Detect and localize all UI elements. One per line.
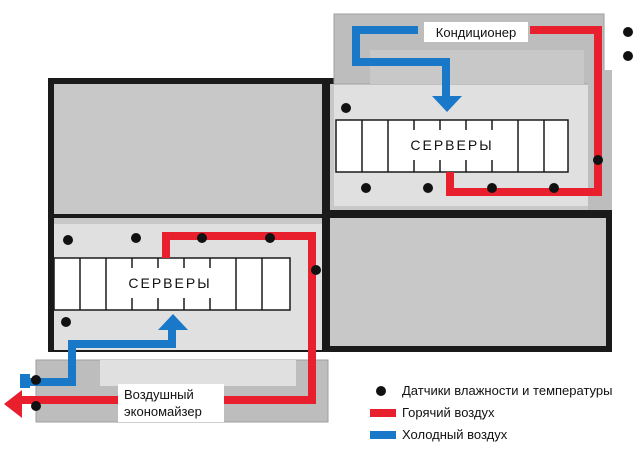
sensors	[31, 27, 633, 411]
sensor-dot	[423, 183, 433, 193]
legend-hot-air: Горячий воздух	[368, 402, 636, 424]
legend-sensors: Датчики влажности и температуры	[368, 380, 636, 402]
legend-cold-air: Холодный воздух	[368, 424, 636, 446]
cold-air-arrow-bottom	[158, 314, 188, 330]
server-rack-top	[335, 119, 569, 173]
sensor-dot	[31, 375, 41, 385]
servers-bottom-label: СЕРВЕРЫ	[128, 275, 211, 291]
hot-air-exit-arrow	[4, 390, 22, 418]
sensor-dot	[197, 233, 207, 243]
economizer-label-line1: Воздушный	[124, 387, 194, 402]
sensor-dot	[361, 183, 371, 193]
room-top-left	[54, 84, 322, 214]
economizer-label-line2: экономайзер	[124, 404, 202, 419]
servers-top-label: СЕРВЕРЫ	[410, 137, 493, 153]
sensor-dot	[61, 317, 71, 327]
cold-air-swatch-icon	[368, 424, 398, 446]
sensor-dot	[487, 183, 497, 193]
sensor-dot	[131, 233, 141, 243]
sensor-dot	[265, 233, 275, 243]
cold-air-intake	[20, 374, 30, 388]
server-rack-bottom	[53, 257, 291, 311]
conditioner-label: Кондиционер	[436, 25, 516, 40]
cold-air-arrow-top	[432, 96, 462, 112]
conditioner-label-bg	[424, 22, 528, 42]
sensor-dot	[341, 103, 351, 113]
legend: Датчики влажности и температуры Горячий …	[368, 380, 636, 446]
legend-hot-air-label: Горячий воздух	[402, 405, 495, 420]
legend-sensors-label: Датчики влажности и температуры	[402, 383, 613, 398]
sensor-dot	[549, 183, 559, 193]
hot-air-swatch-icon	[368, 402, 398, 424]
sensor-dot	[63, 235, 73, 245]
cold-air-flow	[28, 26, 450, 386]
sensor-dot	[593, 155, 603, 165]
sensor-dot	[311, 265, 321, 275]
sensor-dot-icon	[368, 380, 398, 402]
sensor-dot	[623, 51, 633, 61]
sensor-dot	[623, 27, 633, 37]
room-bottom-right	[330, 218, 606, 346]
sensor-dot	[31, 401, 41, 411]
economizer-label-bg	[118, 384, 224, 422]
legend-cold-air-label: Холодный воздух	[402, 427, 508, 442]
